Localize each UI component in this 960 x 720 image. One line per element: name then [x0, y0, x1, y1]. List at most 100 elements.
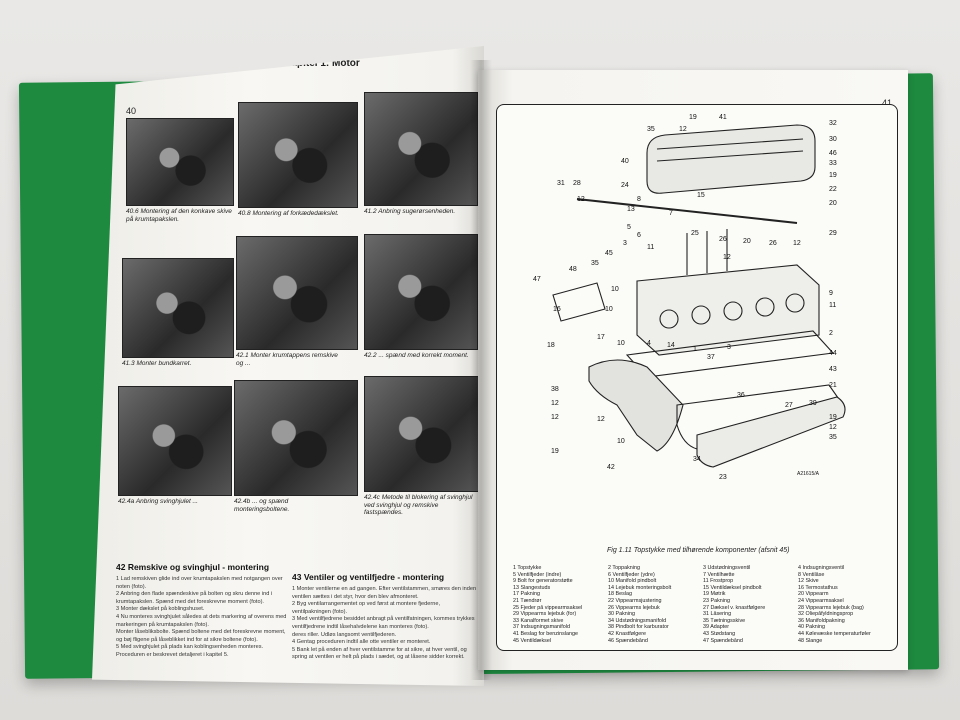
left-page-number: 40	[126, 106, 137, 116]
callout: 28	[573, 180, 581, 187]
callout: 10	[611, 286, 619, 293]
section-42-paragraph: 1 Lad remskiven glide ind over krumtapak…	[116, 576, 283, 590]
legend-item: 44 Kølevæske temperaturføler	[798, 630, 871, 637]
callout: 10	[605, 306, 613, 313]
legend-item: 37 Indsugningsmanifold	[513, 624, 570, 631]
legend-item: 24 Vippearmsaksel	[798, 597, 844, 604]
callout: 37	[707, 354, 715, 361]
legend-item: 34 Udstødningsmanifold	[608, 617, 667, 624]
callout: 45	[605, 250, 613, 257]
callout: 19	[551, 448, 559, 455]
callout: 33	[829, 160, 837, 167]
legend-item: 2 Toppakning	[608, 565, 640, 571]
legend-item: 31 Låsering	[703, 611, 732, 618]
legend-item: 6 Ventilfjeder (ydre)	[608, 571, 655, 578]
legend-item: 25 Fjeder på vippearmsaksel	[513, 604, 583, 611]
legend-item: 20 Vippearm	[798, 591, 829, 598]
callout: 2	[829, 330, 833, 337]
callout: 34	[693, 456, 701, 463]
caption-41-2: 41.2 Anbring sugerørsenheden.	[364, 208, 456, 215]
photo-42-2	[364, 234, 478, 350]
legend-item: 40 Pakning	[798, 624, 825, 631]
section-42-paragraph: 5 Med svinghjulet på plads kan koblingse…	[116, 644, 264, 658]
callout: 40	[621, 158, 629, 165]
legend-item: 35 Tætningsskive	[703, 617, 746, 624]
legend-item: 10 Manifold pindbolt	[608, 578, 657, 585]
exploded-diagram: 19 41 32 35 30 12 46 33 40 19 22 31 28 2…	[533, 114, 846, 481]
legend-item: 4 Indsugningsventil	[798, 565, 845, 571]
legend-item: 26 Vippearms lejebuk	[608, 604, 660, 611]
legend-item: 23 Pakning	[703, 597, 730, 604]
callout: 19	[829, 172, 837, 179]
callout: 36	[737, 392, 745, 399]
legend-item: 47 Spændebånd	[703, 637, 743, 644]
legend-item: 8 Ventilåse	[798, 571, 825, 578]
callout: 7	[669, 210, 673, 217]
legend-item: 3 Udstødningsventil	[703, 565, 751, 571]
section-42-paragraph: 3 Monter dækslet på koblingshuset.	[116, 606, 205, 613]
callout: 48	[569, 266, 577, 273]
legend-item: 11 Frostprop	[703, 578, 734, 585]
callout: 12	[679, 126, 687, 133]
exploded-diagram-frame: 19 41 32 35 30 12 46 33 40 19 22 31 28 2…	[496, 104, 898, 651]
callout: 12	[551, 414, 559, 421]
photo-42-4b	[234, 380, 358, 496]
section-42-paragraph: Monter låsebliksbolte. Spænd boltene med…	[116, 629, 286, 643]
legend-item: 38 Pindbolt for karburator	[608, 624, 669, 631]
callout: 29	[829, 230, 837, 237]
legend-item: 16 Termostathus	[798, 584, 838, 591]
photo-41-2	[364, 92, 478, 206]
legend-item: 43 Stødstang	[703, 630, 736, 637]
legend-item: 19 Møtrik	[703, 591, 726, 598]
thermostat-housing-shape	[552, 282, 606, 322]
section-43-paragraph: deres riller. Udløs langsomt ventilfjede…	[292, 631, 397, 638]
right-page-number: 41	[881, 98, 892, 108]
callout: 22	[829, 186, 837, 193]
legend-item: 30 Pakning	[608, 611, 635, 618]
legend-item: 46 Spændebånd	[608, 637, 648, 644]
photo-41-3	[122, 258, 234, 358]
callout: 41	[719, 114, 727, 121]
callout: 25	[691, 230, 699, 237]
rocker-shaft-shape	[576, 198, 798, 224]
legend-item: 22 Vippearmsjustering	[608, 597, 662, 604]
callout: 4	[647, 340, 651, 347]
callout: 32	[829, 120, 837, 127]
callout: 12	[577, 196, 585, 203]
section-43-body: 1 Monter ventilerne en ad gangen. Efter …	[292, 586, 478, 662]
legend-item: 39 Adapter	[703, 624, 730, 631]
legend-item: 42 Knastfølgere	[608, 630, 647, 637]
caption-40-8: 40.8 Montering af forkædedækslet.	[238, 210, 339, 217]
callout: 27	[785, 402, 793, 409]
legend-item: 48 Slange	[798, 637, 823, 644]
legend-item: 15 Ventildæksel pindbolt	[703, 584, 762, 591]
photo-42-1	[236, 236, 358, 350]
caption-42-4a: 42.4a Anbring svinghjulet ...	[118, 498, 198, 505]
callout: 35	[591, 260, 599, 267]
legend-item: 33 Kanalformet skive	[513, 617, 564, 624]
callout: 6	[637, 232, 641, 239]
section-42-paragraph: 2 Anbring den flade spændeskive på bolte…	[116, 591, 273, 605]
legend-item: 41 Beslag for benzinslange	[513, 630, 579, 637]
legend-item: 28 Vippearms lejebuk (bag)	[798, 604, 864, 611]
callout: 19	[689, 114, 697, 121]
section-43-paragraph: 3 Med ventilfjedrene besiddet anbragt på…	[292, 616, 475, 630]
legend-item: 27 Dæksel v. knastfølgere	[703, 604, 766, 611]
callout: 17	[597, 334, 605, 341]
callout: 16	[553, 306, 561, 313]
callout: A21615/A	[797, 471, 820, 477]
legend-item: 1 Topstykke	[513, 565, 542, 571]
legend-item: 7 Ventilhætte	[703, 571, 735, 578]
callout: 12	[793, 240, 801, 247]
section-42-body: 1 Lad remskiven glide ind over krumtapak…	[116, 576, 288, 660]
callout: 30	[829, 136, 837, 143]
callout: 26	[769, 240, 777, 247]
legend-item: 17 Pakning	[513, 591, 540, 598]
section-42-paragraph: 4 Nu monteres svinghjulet således at det…	[116, 613, 287, 628]
callout: 3	[623, 240, 627, 247]
legend-item: 29 Vippearms lejebuk (for)	[513, 611, 577, 618]
legend-item: 12 Skive	[798, 578, 819, 585]
caption-42-4b: 42.4b ... og spænd monteringsboltene.	[234, 498, 290, 513]
legend-item: 14 Lejebuk monteringsbolt	[608, 584, 672, 591]
